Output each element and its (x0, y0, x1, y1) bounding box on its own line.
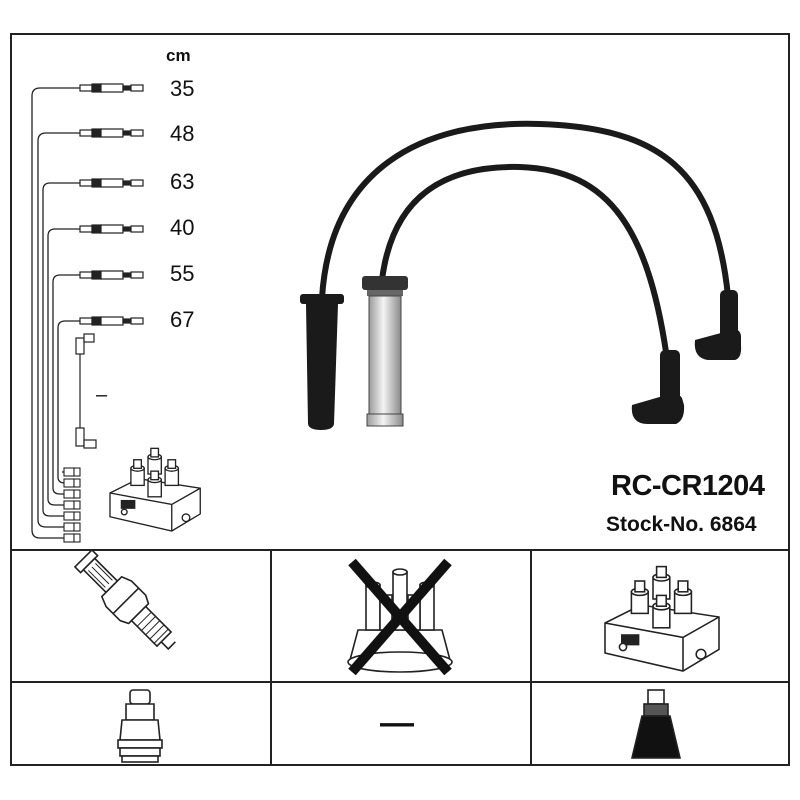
divider-top (10, 549, 790, 551)
coil-terminal-stubs (63, 467, 81, 543)
cable-length-6: 67 (170, 307, 195, 332)
connector-row-6 (79, 316, 144, 326)
coil-tower (130, 459, 145, 487)
ignition-cable-set (300, 120, 742, 430)
ignition-coil-icon (604, 565, 720, 672)
stock-number: Stock-No. 6864 (606, 513, 757, 536)
distributor-cap-crossed-icon (347, 558, 453, 676)
coil-lead (75, 333, 97, 449)
plug-boot-metal (362, 276, 408, 427)
cable-schematic (31, 87, 80, 539)
coil-boot-left (631, 350, 685, 424)
connector-row-4 (79, 224, 144, 234)
plug-boot-black (300, 294, 344, 430)
cable-length-1: 35 (170, 76, 195, 101)
cable-length-2: 48 (170, 121, 195, 146)
divider-col1 (270, 549, 272, 766)
cable-long (319, 120, 731, 299)
connector-row-2 (79, 128, 144, 138)
connector-row-3 (79, 178, 144, 188)
cable-short (379, 163, 671, 367)
divider-col2 (530, 549, 532, 766)
unit-label: cm (166, 46, 191, 65)
coil-lead-label: – (96, 384, 108, 406)
not-applicable-dash: — (380, 704, 414, 742)
divider-middle (10, 681, 790, 683)
plug-connector-boot-icon (117, 689, 163, 763)
ignition-coil-small (109, 447, 201, 532)
cable-length-4: 40 (170, 215, 195, 240)
part-number: RC-CR1204 (611, 470, 765, 502)
cable-length-3: 63 (170, 169, 195, 194)
connector-row-1 (79, 83, 144, 93)
spark-plug-icon (73, 548, 176, 651)
connector-row-5 (79, 270, 144, 280)
cable-length-5: 55 (170, 261, 195, 286)
cable-end-connectors (79, 83, 144, 326)
coil-boot-right (694, 290, 742, 360)
coil-connector-boot-icon (630, 689, 682, 759)
diagram-frame (10, 33, 790, 766)
